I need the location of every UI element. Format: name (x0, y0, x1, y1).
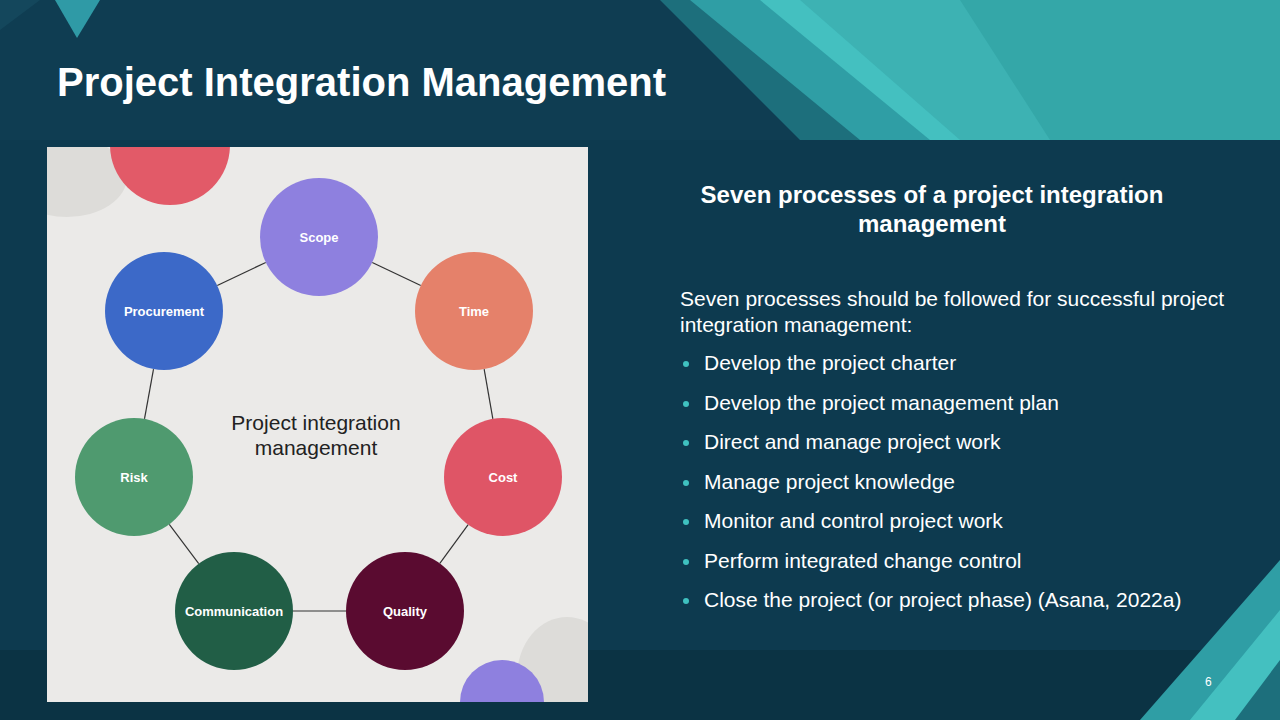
bullet-item: Close the project (or project phase) (As… (680, 586, 1276, 626)
circle-label: Cost (489, 470, 518, 485)
connector-line (372, 262, 421, 285)
bullet-dot (683, 401, 689, 407)
bullet-dot (683, 440, 689, 446)
connector-line (169, 524, 198, 563)
connector-line (440, 525, 468, 564)
topic-circle: Cost (444, 418, 562, 536)
bullet-item: Monitor and control project work (680, 507, 1276, 547)
bullet-text: Perform integrated change control (704, 547, 1022, 575)
circle-label: Communication (185, 604, 283, 619)
circle-label: Quality (383, 604, 427, 619)
bullet-text: Manage project knowledge (704, 468, 955, 496)
bullet-dot (683, 519, 689, 525)
topic-circle: Risk (75, 418, 193, 536)
section-heading: Seven processes of a project integration… (640, 180, 1224, 238)
decor-circle (110, 147, 230, 205)
topic-circle: Quality (346, 552, 464, 670)
circle-label: Risk (120, 470, 147, 485)
bullet-text: Develop the project management plan (704, 389, 1059, 417)
circle-label: Time (459, 304, 489, 319)
decor-circle (460, 660, 544, 702)
intro-paragraph: Seven processes should be followed for s… (680, 286, 1240, 338)
bullet-dot (683, 559, 689, 565)
topic-circle: Communication (175, 552, 293, 670)
topic-circle: Time (415, 252, 533, 370)
connector-line (293, 610, 346, 611)
topic-circle: Procurement (105, 252, 223, 370)
page-number: 6 (1205, 675, 1212, 689)
bullet-item: Perform integrated change control (680, 547, 1276, 587)
bullet-dot (683, 598, 689, 604)
slide-title: Project Integration Management (57, 60, 666, 105)
circle-label: Scope (299, 230, 338, 245)
connector-line (217, 262, 266, 285)
image-panel: Project integration management ScopeTimeC… (47, 147, 588, 702)
bullet-list: Develop the project charterDevelop the p… (680, 349, 1276, 626)
bullet-text: Direct and manage project work (704, 428, 1000, 456)
topic-circle: Scope (260, 178, 378, 296)
connector-line (144, 369, 153, 419)
bullet-text: Close the project (or project phase) (As… (704, 586, 1181, 614)
bullet-dot (683, 361, 689, 367)
bullet-text: Monitor and control project work (704, 507, 1003, 535)
bullet-dot (683, 480, 689, 486)
circle-label: Procurement (124, 304, 204, 319)
bullet-item: Manage project knowledge (680, 468, 1276, 508)
connector-line (484, 369, 493, 419)
bullet-text: Develop the project charter (704, 349, 956, 377)
center-label: Project integration management (196, 410, 436, 460)
bullet-item: Develop the project charter (680, 349, 1276, 389)
bullet-item: Direct and manage project work (680, 428, 1276, 468)
bullet-item: Develop the project management plan (680, 389, 1276, 429)
